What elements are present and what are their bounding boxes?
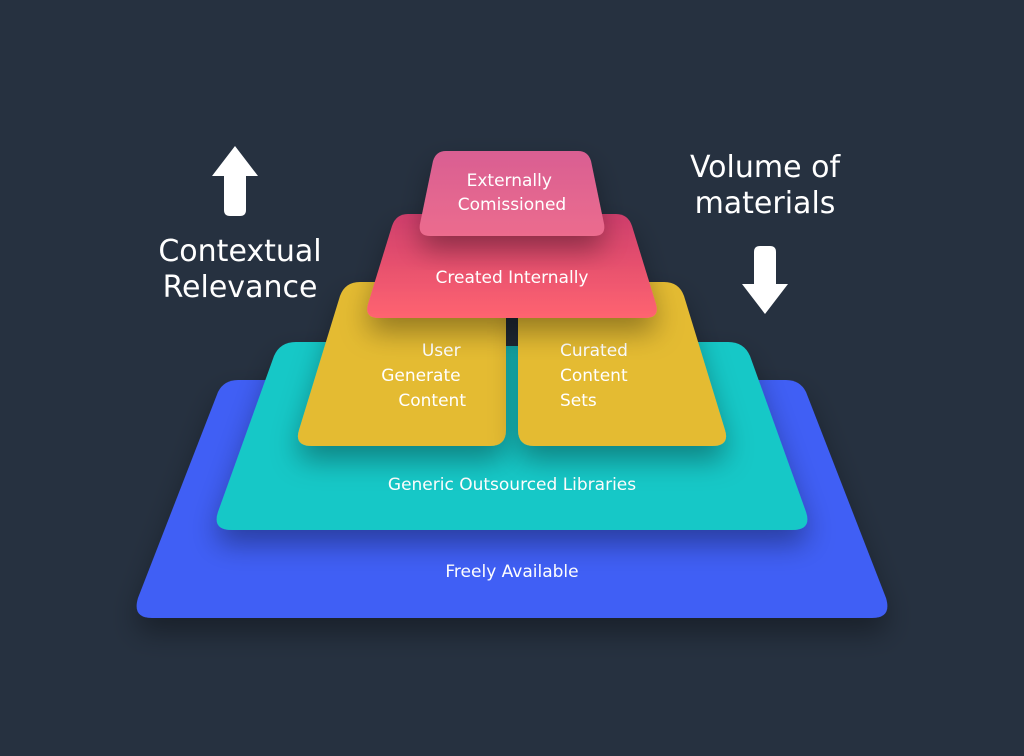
contextual-relevance-line-1: Contextual <box>158 234 322 269</box>
contextual-relevance-line-2: Relevance <box>162 270 318 305</box>
layer-externally-comissioned-label: Externally Comissioned <box>458 171 566 215</box>
layer-externally-comissioned-shape <box>419 151 605 236</box>
layer-user-generate: User Generate Content <box>297 282 506 446</box>
layer-created-internally: Created Internally <box>367 214 657 318</box>
layer-user-generate-shape <box>297 282 506 446</box>
layer-curated-sets-label: Curated Content Sets <box>560 341 633 411</box>
center-gap <box>505 316 519 346</box>
down-arrow-icon <box>742 246 788 314</box>
volume-of-materials-line-2: materials <box>694 186 836 221</box>
layer-curated-sets-shape <box>518 282 727 446</box>
layer-created-internally-shape <box>367 214 657 318</box>
contextual-relevance-label: Contextual Relevance <box>150 234 330 306</box>
layer-created-internally-label: Created Internally <box>436 268 589 288</box>
volume-of-materials-line-1: Volume of <box>689 150 841 185</box>
layer-generic-outsourced-label: Generic Outsourced Libraries <box>388 475 636 495</box>
volume-of-materials-label: Volume of materials <box>672 150 858 222</box>
layer-curated-sets: Curated Content Sets <box>518 282 727 446</box>
layer-user-generate-label: User Generate Content <box>381 341 466 411</box>
layer-externally-comissioned: Externally Comissioned <box>419 151 605 236</box>
up-arrow-icon <box>212 146 258 216</box>
layer-freely-available-label: Freely Available <box>445 562 578 582</box>
